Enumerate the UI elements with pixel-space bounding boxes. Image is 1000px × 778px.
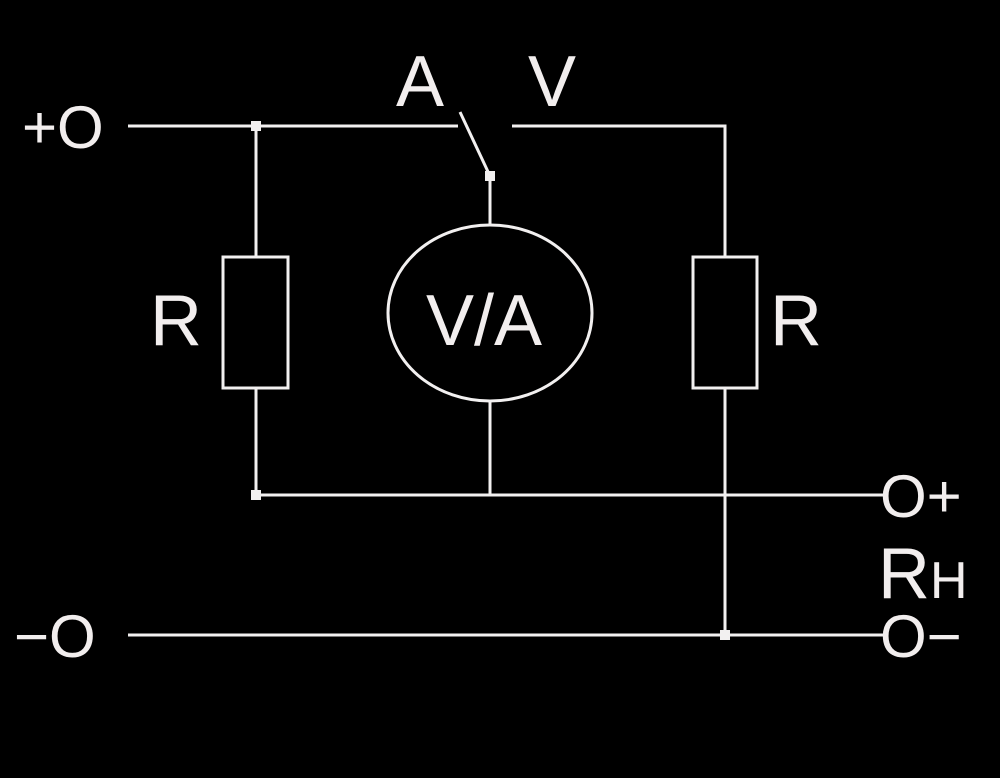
resistor-right — [691, 255, 759, 390]
resistor-left-label: R — [150, 281, 202, 361]
output-minus-terminal: O− — [880, 603, 962, 670]
meter-label: V/A — [426, 281, 542, 361]
switch-pivot-node — [485, 171, 495, 181]
output-label-main: R — [878, 534, 930, 614]
junction-node — [251, 121, 261, 131]
junction-node — [251, 490, 261, 500]
junction-node — [720, 630, 730, 640]
input-plus-terminal: +O — [22, 94, 104, 161]
meter-circle — [386, 223, 594, 403]
input-minus-terminal: −O — [14, 603, 96, 670]
output-label-sub: H — [930, 552, 968, 610]
switch-label-a: A — [396, 42, 444, 122]
output-label: RH — [878, 534, 968, 614]
resistor-left — [221, 255, 290, 390]
wires — [128, 111, 885, 637]
switch-blade — [458, 111, 492, 177]
top-right-wire — [512, 124, 727, 257]
resistor-right-label: R — [770, 281, 822, 361]
output-plus-terminal: O+ — [880, 463, 962, 530]
switch-label-v: V — [528, 42, 576, 122]
